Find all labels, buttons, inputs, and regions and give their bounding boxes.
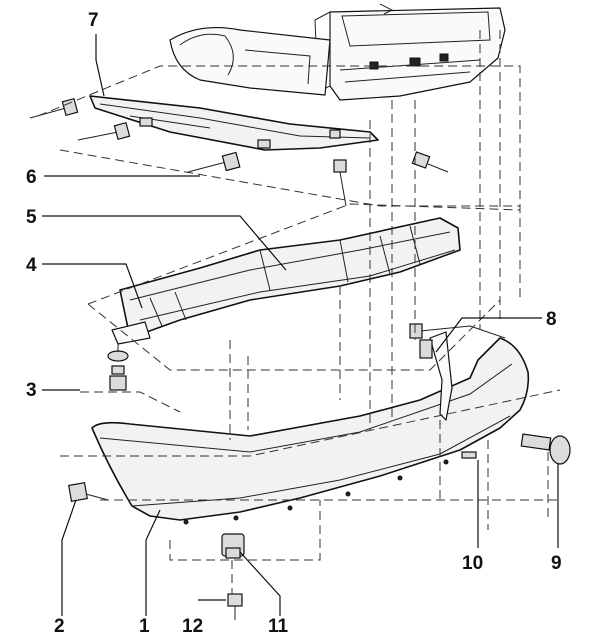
bolt-middle-left xyxy=(77,121,131,141)
callout-3: 3 xyxy=(26,380,37,401)
assembly-guide-lines xyxy=(37,30,561,594)
bolt-part-6 xyxy=(187,151,241,173)
part-12-screw xyxy=(227,593,243,620)
bolt-upper-left xyxy=(29,97,79,119)
part-4-bracket xyxy=(107,321,151,391)
part-2-bolt xyxy=(68,482,109,502)
leader-lines xyxy=(42,34,559,616)
callout-7: 7 xyxy=(88,10,99,31)
callout-labels: 7 6 5 4 3 8 9 10 2 1 12 11 xyxy=(26,10,562,635)
callout-10: 10 xyxy=(462,553,483,574)
callout-5: 5 xyxy=(26,207,37,228)
callout-8: 8 xyxy=(546,309,557,330)
rail-bolts xyxy=(29,97,449,207)
part-1-bumper-cover xyxy=(91,323,530,525)
callout-6: 6 xyxy=(26,167,37,188)
callout-4: 4 xyxy=(26,255,37,276)
bolt-right-upper xyxy=(411,151,449,173)
callout-9: 9 xyxy=(551,553,562,574)
callout-12: 12 xyxy=(182,616,203,635)
callout-11: 11 xyxy=(268,616,289,635)
bolt-vertical-center xyxy=(333,159,347,207)
part-11-nut xyxy=(221,533,245,559)
callout-2: 2 xyxy=(54,616,65,635)
part-5-impact-absorber xyxy=(119,217,461,339)
part-8-side-bracket xyxy=(419,331,453,421)
car-body-rear xyxy=(169,3,506,101)
part-9-rivet xyxy=(520,433,571,465)
part-7-mounting-rail xyxy=(89,95,379,151)
callout-1: 1 xyxy=(139,616,150,635)
